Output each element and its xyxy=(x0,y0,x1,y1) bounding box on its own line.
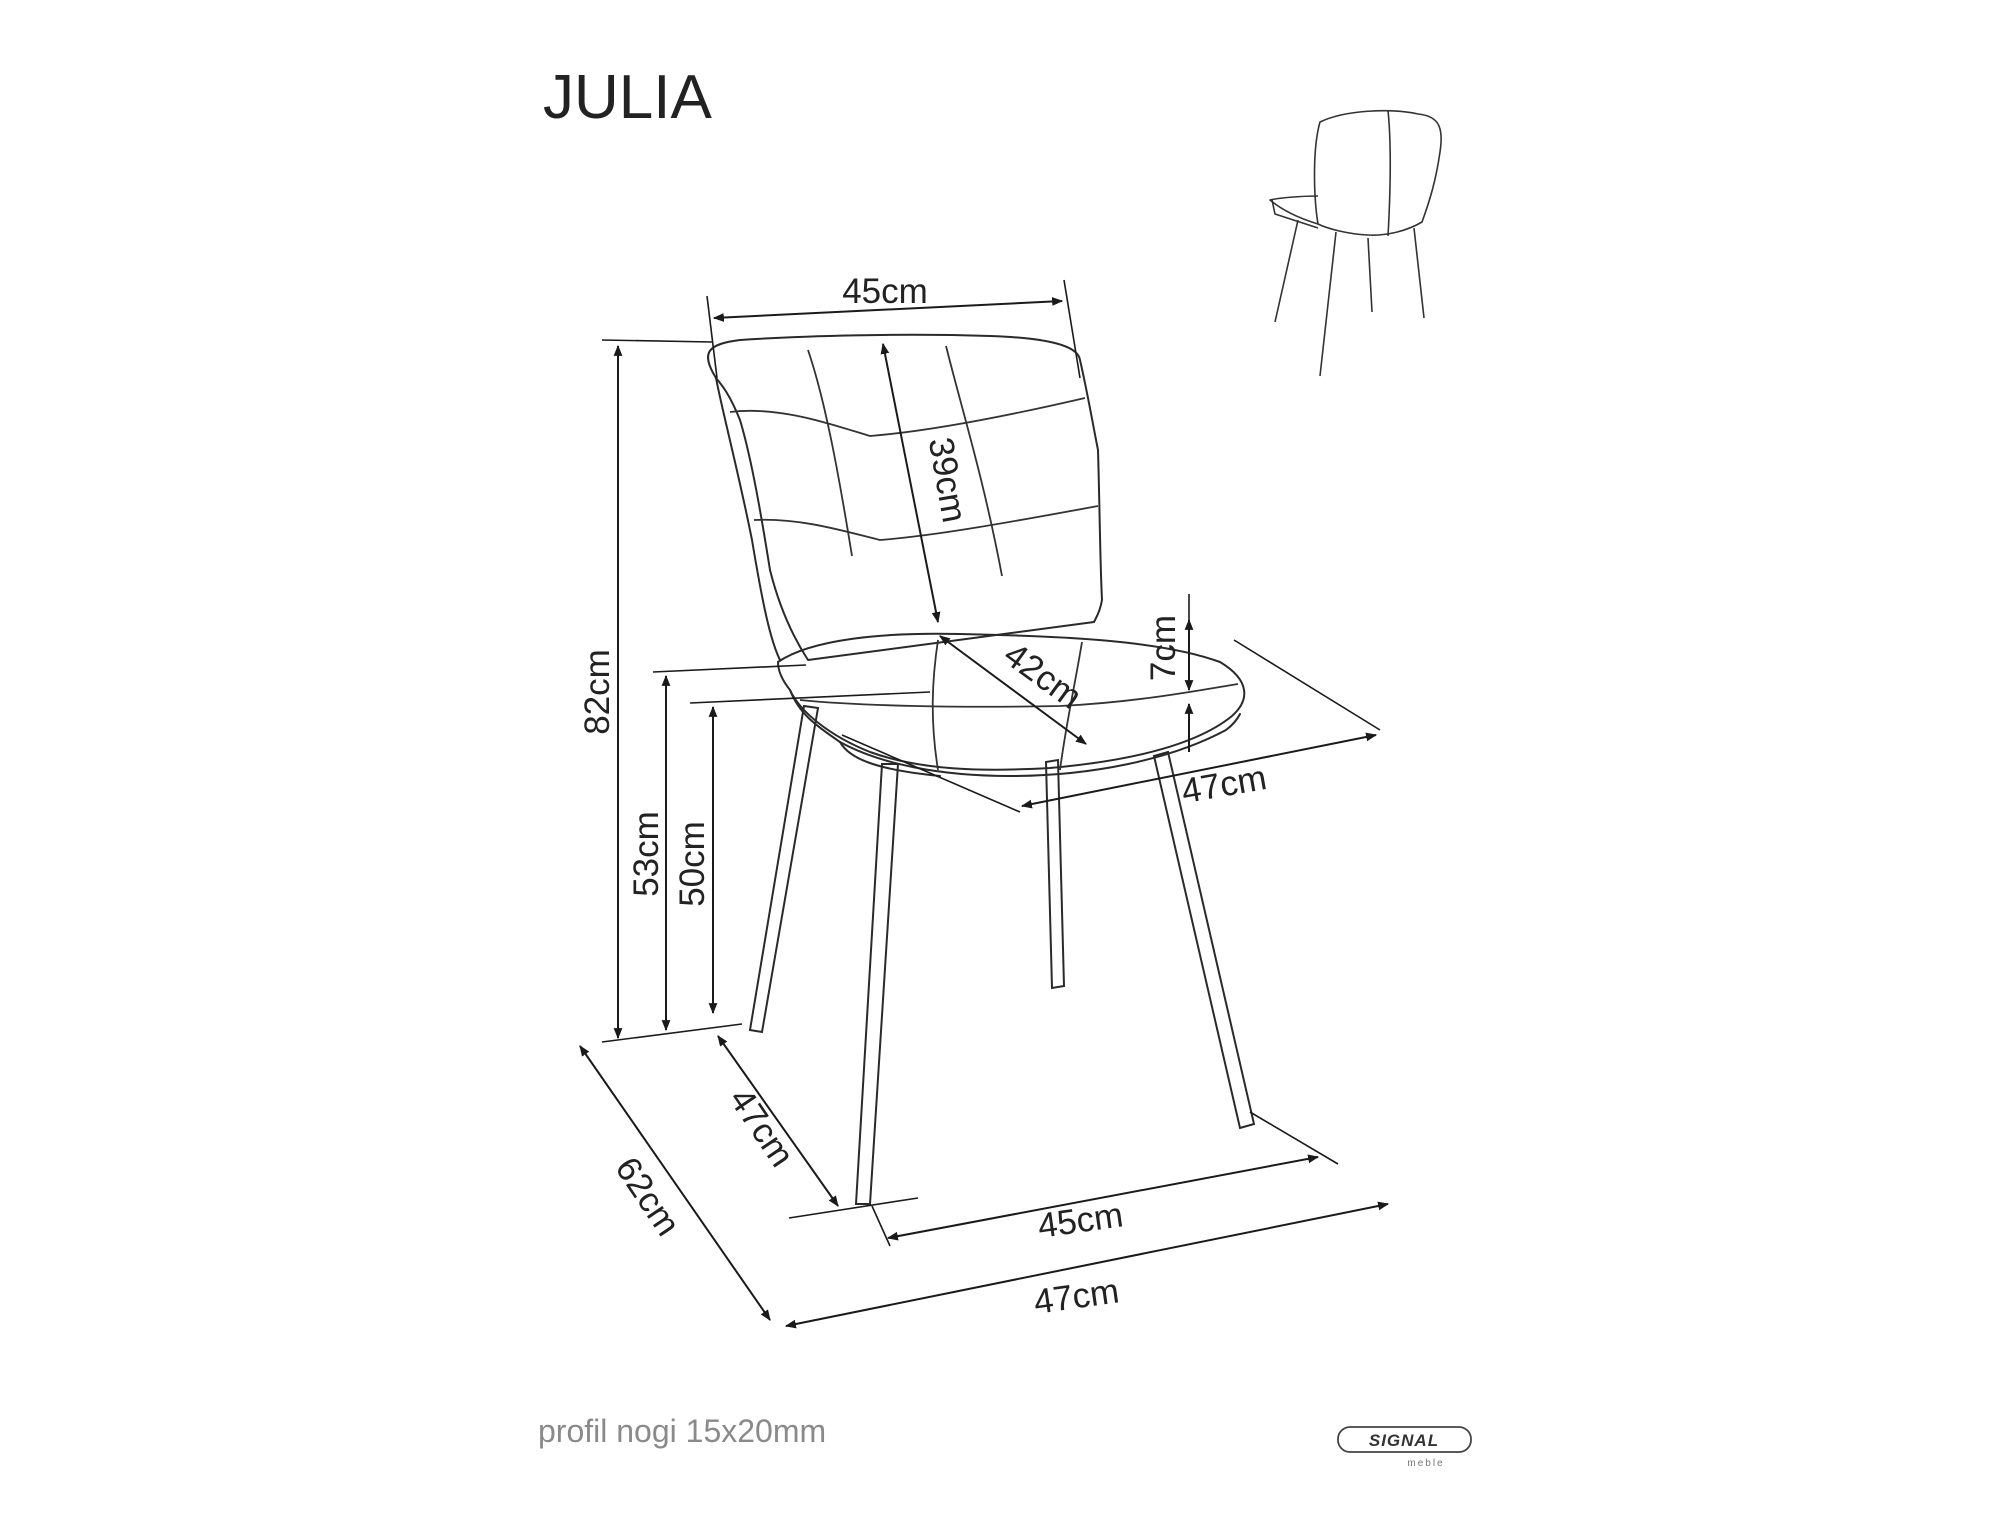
total-width-label: 47cm xyxy=(1031,1271,1121,1322)
chair-drawing xyxy=(707,333,1256,1205)
dim-total-height: 82cm xyxy=(578,339,713,1040)
dim-total-depth: 62cm xyxy=(579,1045,771,1321)
rear-left-leg xyxy=(748,704,820,1034)
rear-right-leg xyxy=(1044,758,1066,990)
dim-seat-width: 47cm xyxy=(841,639,1381,813)
dim-legs-depth: 47cm xyxy=(717,1035,919,1219)
legs-depth-label: 47cm xyxy=(721,1081,801,1174)
back-width-label: 45cm xyxy=(842,272,928,311)
dim-legs-width: 45cm xyxy=(871,1111,1339,1247)
seat-height-50-label: 50cm xyxy=(673,821,712,907)
logo-text: SIGNAL xyxy=(1369,1431,1439,1450)
front-right-leg xyxy=(1152,750,1256,1130)
total-height-label: 82cm xyxy=(578,649,617,735)
seat-width-label: 47cm xyxy=(1178,758,1269,811)
cushion-thickness-label: 7cm xyxy=(1144,615,1183,681)
total-depth-label: 62cm xyxy=(607,1150,687,1243)
legs-width-label: 45cm xyxy=(1035,1195,1125,1246)
dim-seat-height-50: 50cm xyxy=(673,691,931,1015)
chair-thumbnail xyxy=(1269,109,1442,377)
front-left-leg xyxy=(854,763,900,1205)
dim-backrest-height: 39cm xyxy=(880,342,974,624)
dim-seat-height-53: 53cm xyxy=(627,664,807,1032)
backrest-outline xyxy=(707,333,1103,661)
signal-logo: SIGNAL meble xyxy=(1337,1426,1472,1469)
product-title: JULIA xyxy=(543,63,712,132)
seat-height-53-label: 53cm xyxy=(627,811,666,897)
dim-cushion-thickness: 7cm xyxy=(1144,594,1194,752)
leg-profile-note: profil nogi 15x20mm xyxy=(538,1413,826,1449)
dim-back-width: 45cm xyxy=(706,272,1081,379)
logo-subtext: meble xyxy=(1407,1458,1444,1469)
backrest-height-label: 39cm xyxy=(921,434,974,525)
